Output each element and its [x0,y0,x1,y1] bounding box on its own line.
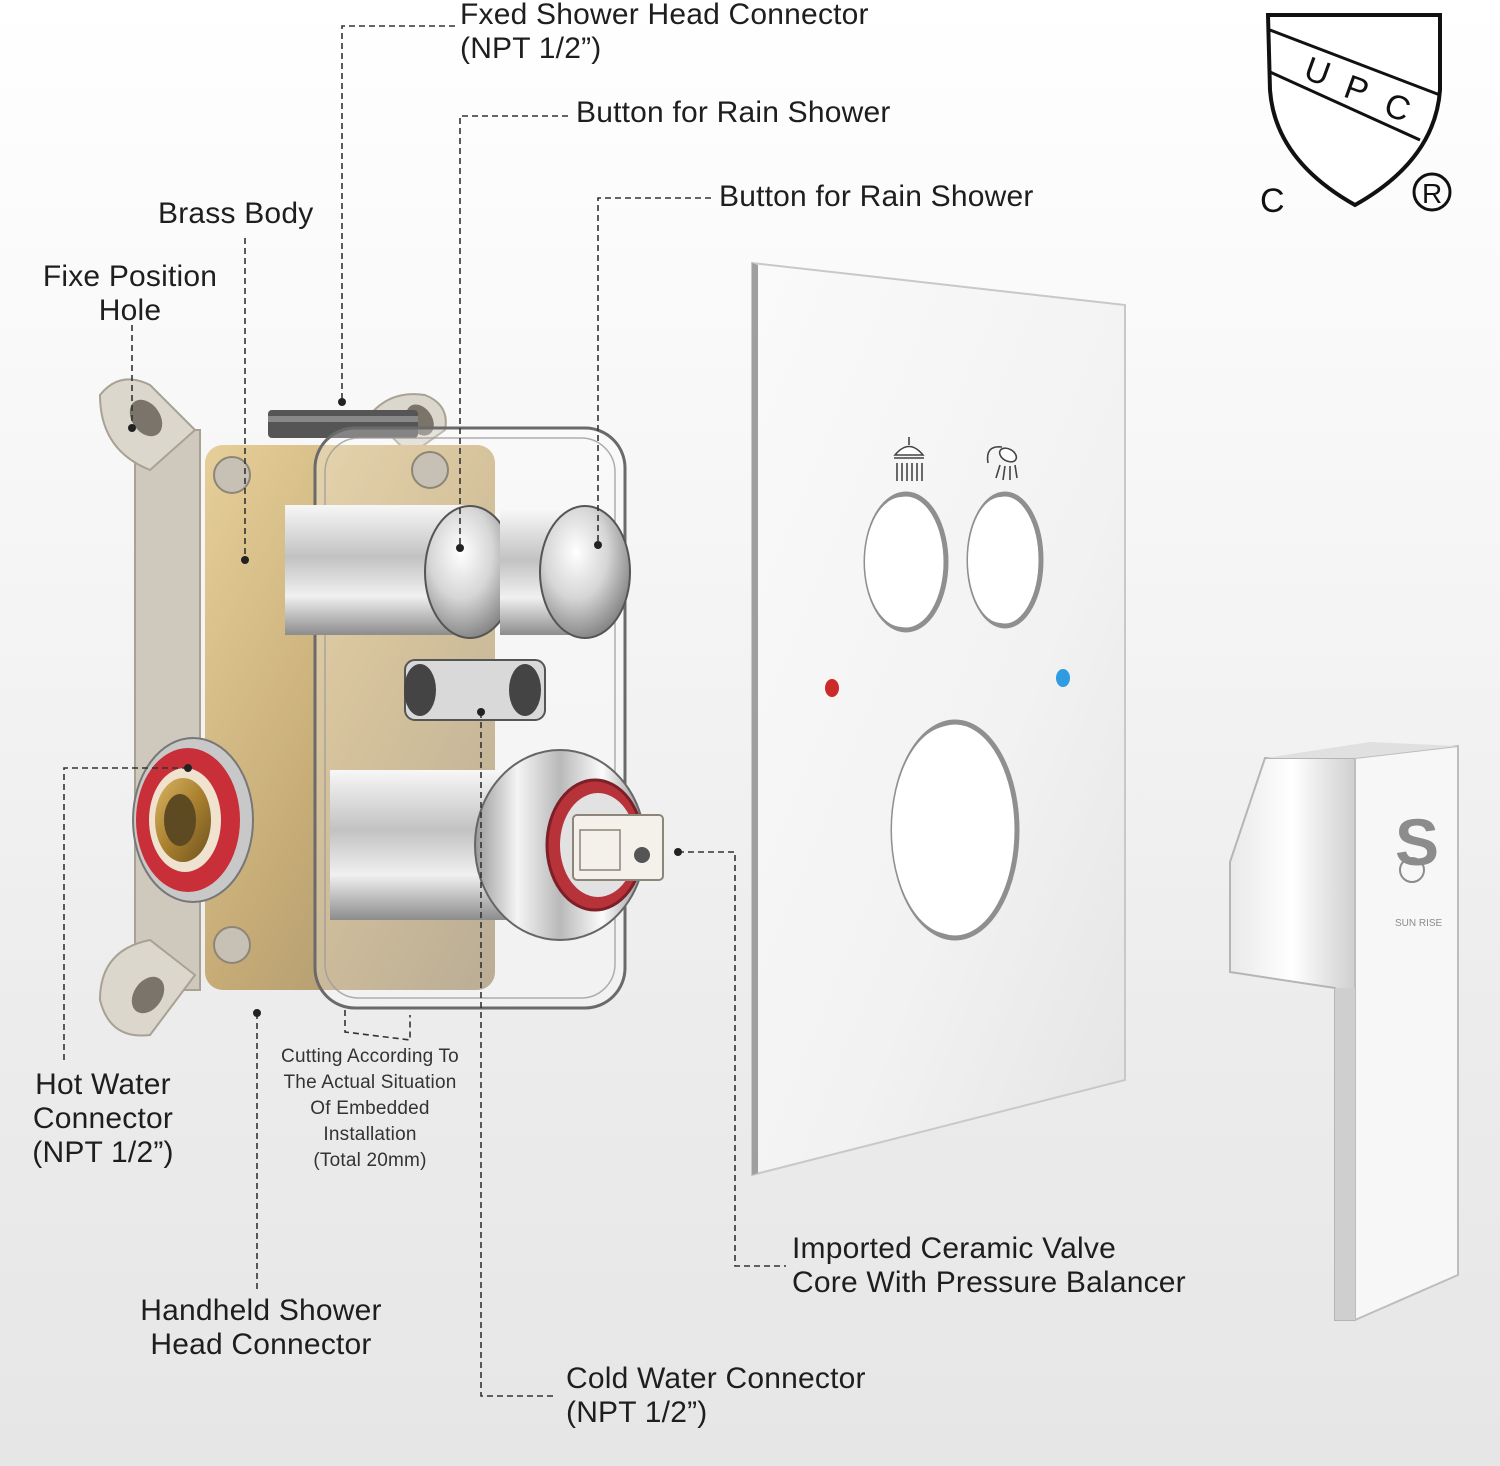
leader-lines [63,25,786,1397]
valve-body-assembly [98,378,664,1037]
label-fixed-shower-head-connector: Fxed Shower Head Connector (NPT 1/2”) [460,0,869,65]
cold-indicator-dot [1056,669,1070,687]
hot-indicator-dot [825,679,839,697]
upc-registered-mark: R [1422,178,1442,209]
upc-letter-c: C [1379,86,1415,130]
rain-shower-icon [893,437,925,481]
upc-certification-logo [1265,13,1442,208]
upc-c-mark: C [1260,182,1285,220]
label-button-rain-shower-2: Button for Rain Shower [719,180,1034,213]
label-imported-ceramic-valve: Imported Ceramic Valve Core With Pressur… [792,1232,1186,1299]
label-button-rain-shower-1: Button for Rain Shower [576,96,891,129]
label-fixed-position-hole: Fixe Position Hole [42,260,218,327]
handheld-shower-icon [986,446,1018,481]
leader-dots [128,398,682,1017]
upc-letter-p: P [1339,68,1373,111]
upc-letter-u: U [1299,50,1335,94]
upc-letters: U P C C R [1260,50,1452,220]
label-cold-water-connector: Cold Water Connector (NPT 1/2”) [566,1362,866,1429]
label-handheld-shower-head-connector: Handheld Shower Head Connector [140,1294,382,1361]
label-brass-body: Brass Body [158,197,314,230]
lever-handle: S [1229,742,1459,1322]
label-cutting-note: Cutting According To The Actual Situatio… [281,1046,459,1171]
trim-plate [751,261,1126,1177]
brand-logo-s: S [1395,805,1439,879]
label-hot-water-connector: Hot Water Connector (NPT 1/2”) [32,1068,174,1169]
